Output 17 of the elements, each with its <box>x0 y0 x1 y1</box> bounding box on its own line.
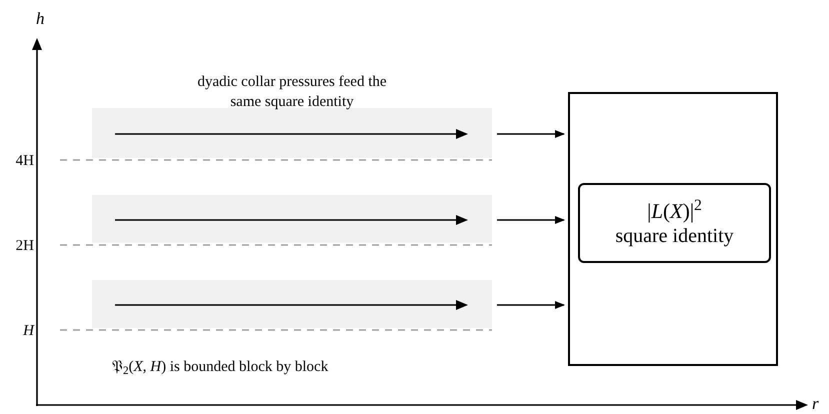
tick-label: H <box>22 322 34 341</box>
arrow <box>497 130 565 138</box>
rounded-box <box>578 183 771 263</box>
shaded-band <box>92 195 492 243</box>
box-text: square identity <box>615 224 734 248</box>
note-text: dyadic collar pressures feed the same square identity <box>196 73 388 112</box>
arrow <box>497 216 565 224</box>
tick-label: 4H <box>14 152 34 171</box>
arrow <box>497 301 565 309</box>
formula-text: |L(X)|$^{2}$ <box>647 198 702 224</box>
shaded-band <box>92 108 492 158</box>
axis-label: h <box>36 8 44 30</box>
axis-label: r <box>812 394 819 414</box>
large-box <box>568 92 778 366</box>
tick-label: 2H <box>14 237 34 256</box>
shaded-band <box>92 280 492 328</box>
note-text: 𝔓$_{2}$(X, H) is bounded block by block <box>112 358 328 378</box>
